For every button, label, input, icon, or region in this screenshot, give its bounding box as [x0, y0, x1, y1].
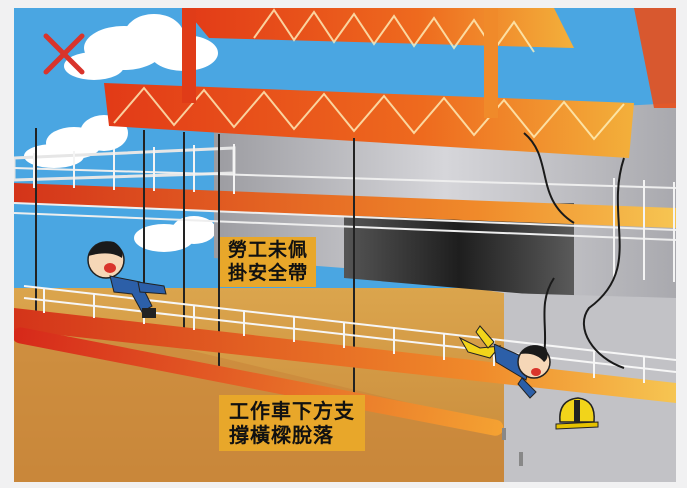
caption-line-2: 掛安全帶: [228, 261, 309, 284]
accident-scene: 勞工未佩 掛安全帶 工作車下方支 撐橫樑脫落: [14, 8, 676, 482]
lower-platform: [14, 285, 676, 436]
caption-line-2: 撐橫樑脫落: [229, 423, 334, 447]
falling-worker-icon-2: [458, 325, 551, 399]
caption-line-1: 工作車下方支: [229, 399, 355, 423]
prohibited-x-icon: [43, 33, 85, 75]
hard-hat-icon: [555, 397, 599, 430]
caption-no-safety-harness: 勞工未佩 掛安全帶: [220, 237, 317, 287]
upper-truss: [104, 8, 676, 158]
upper-railing: [33, 144, 675, 282]
caption-line-1: 勞工未佩: [228, 239, 309, 261]
falling-bolts: [502, 428, 523, 466]
falling-worker-icon: [87, 241, 167, 318]
caption-cross-beam-dislodged: 工作車下方支 撐橫樑脫落: [219, 395, 365, 451]
lower-railing: [23, 285, 676, 383]
scene-illustration: [14, 8, 676, 482]
